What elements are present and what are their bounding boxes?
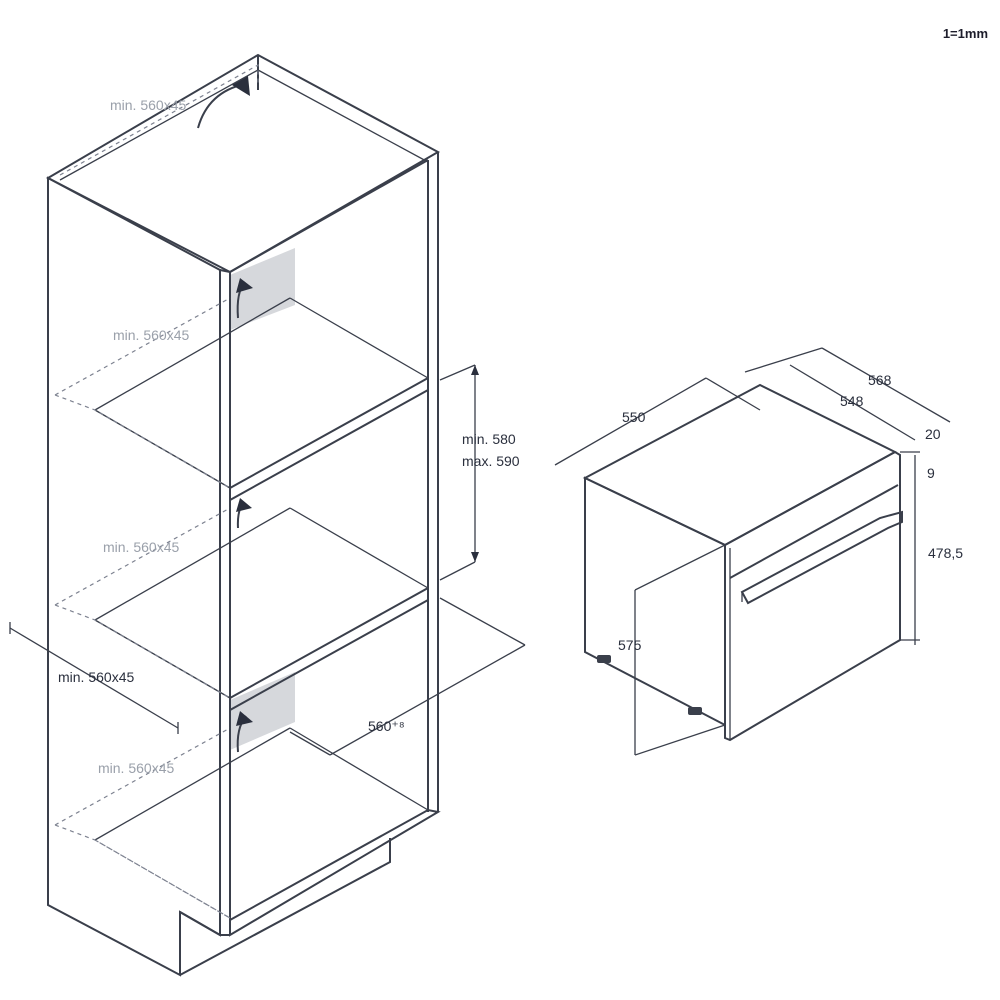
niche-height-min: min. 580 bbox=[462, 431, 516, 447]
cabinet-bottom bbox=[229, 808, 441, 937]
oven-front-height: 478,5 bbox=[928, 545, 963, 561]
vent-label-lower: min. 560x45 bbox=[98, 760, 174, 776]
vent-slot-upper bbox=[230, 248, 295, 330]
shelf-upper bbox=[229, 376, 429, 502]
scale-label: 1=1mm bbox=[942, 26, 988, 41]
oven-front-panel bbox=[724, 450, 901, 742]
airflow-arrowhead-top bbox=[232, 76, 250, 96]
vent-label-middle: min. 560x45 bbox=[103, 539, 179, 555]
vent-label-top: min. 560x45 bbox=[110, 97, 186, 113]
oven-handle bbox=[740, 510, 903, 605]
oven-drawing bbox=[554, 347, 951, 756]
oven-front-thickness: 20 bbox=[925, 426, 941, 442]
vent-slot-lower bbox=[230, 672, 295, 750]
oven-gap-top: 9 bbox=[927, 465, 935, 481]
niche-height-max: max. 590 bbox=[462, 453, 520, 469]
cabinet-left-panel bbox=[47, 176, 221, 977]
oven-body-side bbox=[584, 476, 726, 727]
oven-depth-body: 548 bbox=[840, 393, 864, 409]
depth-label: min. 560x45 bbox=[58, 669, 134, 685]
shelf-middle bbox=[229, 586, 429, 712]
vent-label-upper: min. 560x45 bbox=[113, 327, 189, 343]
oven-depth-total: 568 bbox=[868, 372, 892, 388]
niche-width-label: 560⁺⁸ bbox=[368, 718, 405, 734]
oven-body-height: 575 bbox=[618, 637, 642, 653]
oven-width: 550 bbox=[622, 409, 646, 425]
cabinet-drawing bbox=[9, 53, 526, 977]
